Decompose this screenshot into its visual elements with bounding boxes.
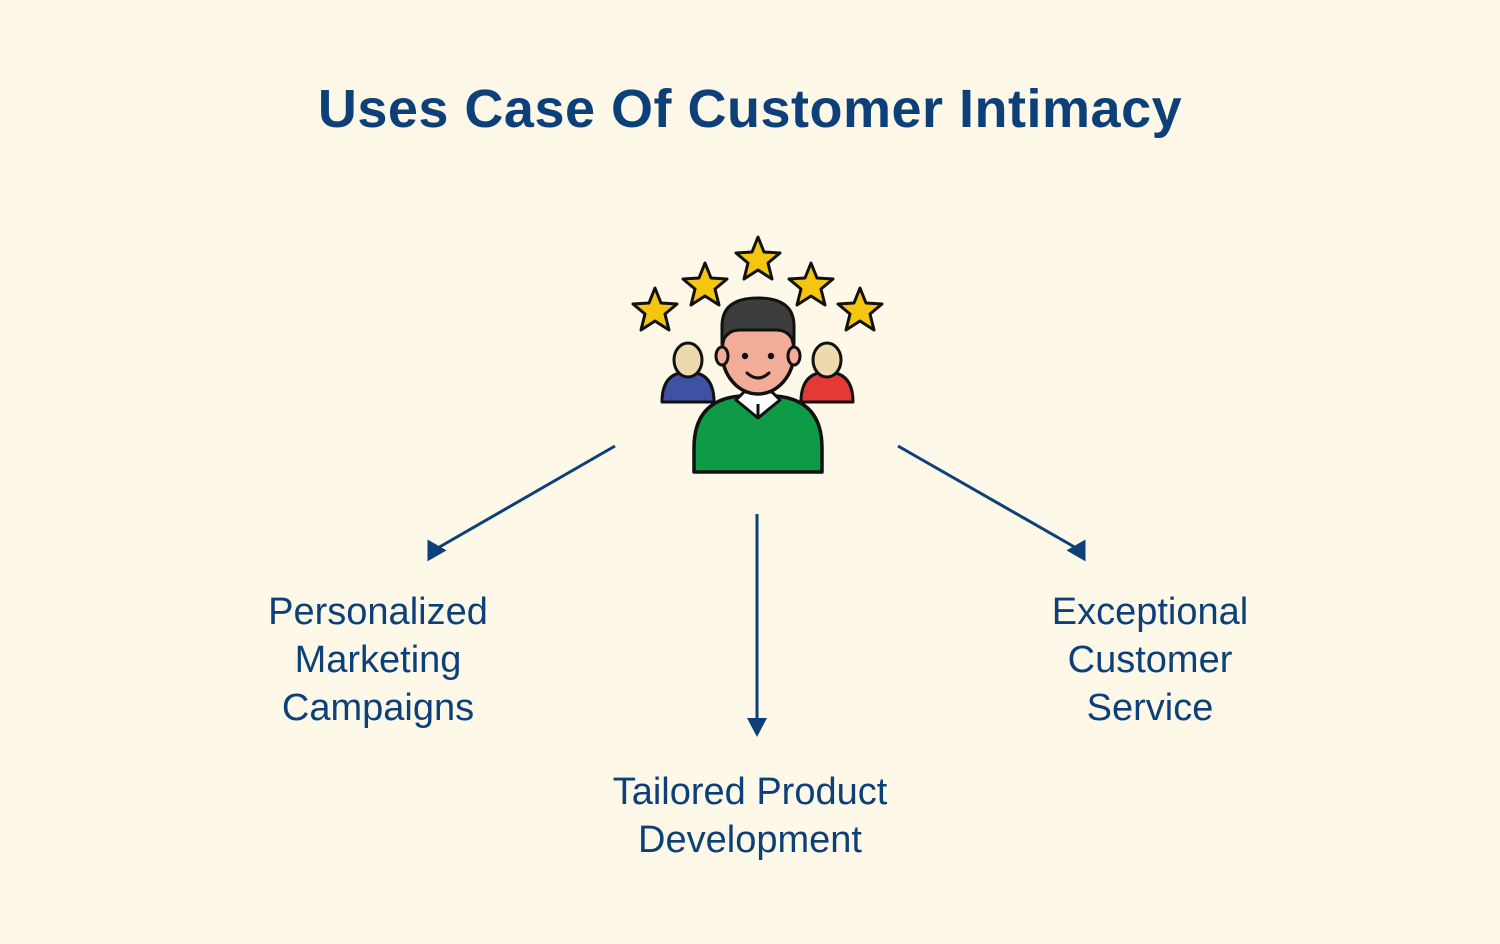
star-icon [631,286,679,332]
arrow-to-exceptional-service [897,444,1086,562]
left-person-icon [660,341,716,404]
star-icon [734,235,782,281]
label-tailored-product-development: Tailored Product Development [612,771,888,861]
star-icon [787,261,835,307]
customer-satisfaction-icon [631,235,884,474]
diagram-title: Uses Case Of Customer Intimacy [317,79,1183,139]
arrow-to-tailored-product [747,514,767,737]
arrow-to-personalized-marketing [427,444,616,562]
right-person-icon [799,341,855,404]
label-exceptional-customer-service: Exceptional Customer Service [1051,591,1249,729]
label-personalized-marketing-campaigns: Personalized Marketing Campaigns [268,591,488,729]
main-person-icon [692,296,824,474]
star-icon [681,261,729,307]
star-icon [836,286,884,332]
